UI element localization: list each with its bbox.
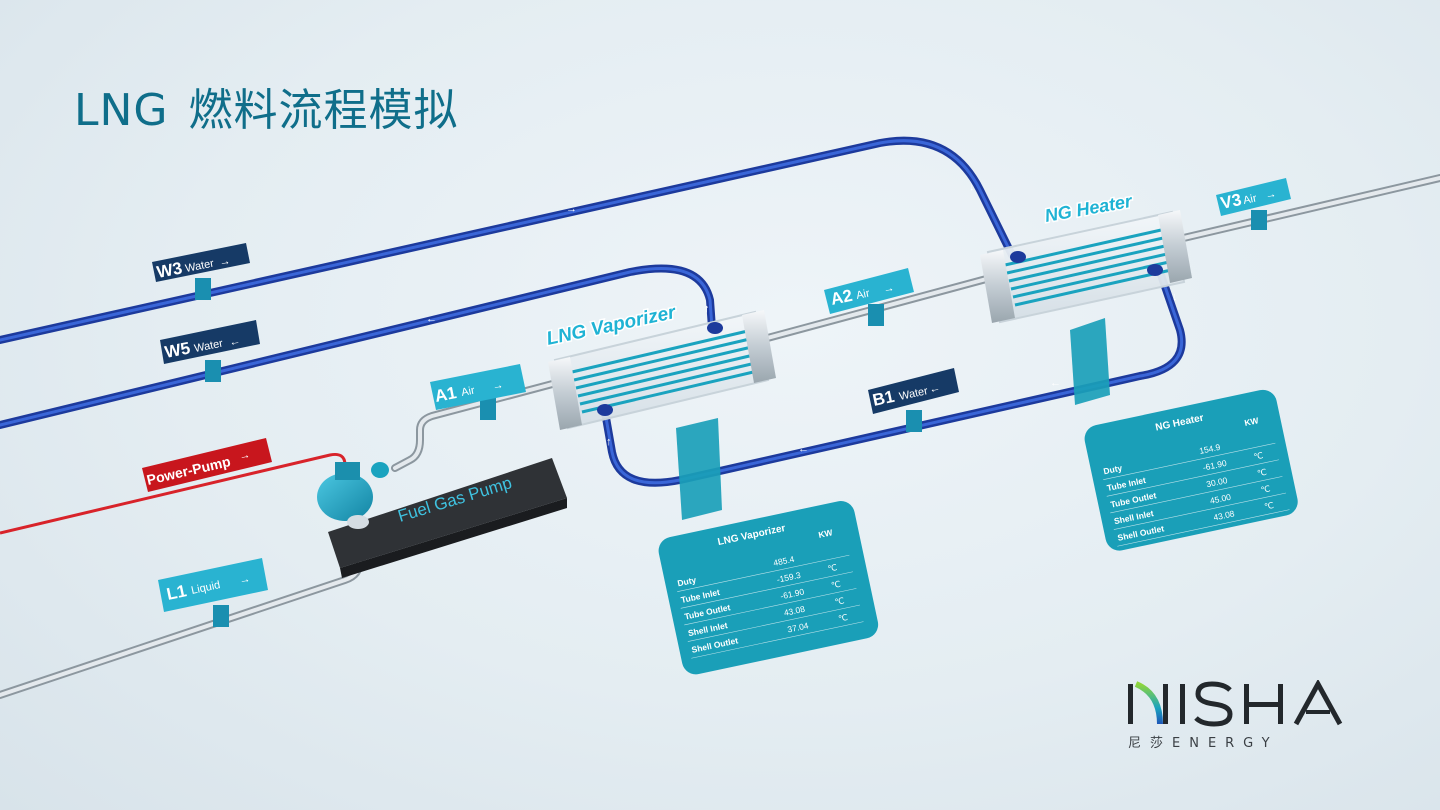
tag-w5-arrow: ← xyxy=(228,335,241,349)
heater-card-row-divider xyxy=(1117,509,1290,547)
flow-arrow-w3: → xyxy=(566,203,577,215)
tag-a2-arrow: → xyxy=(882,282,895,296)
tag-b1-code: B1 xyxy=(871,387,896,410)
flow-arrow-vap-up: ↑ xyxy=(704,303,710,315)
page-title-main: LNG xyxy=(74,85,169,136)
vaporizer-card-row-divider xyxy=(680,571,853,609)
vaporizer-card-row-divider xyxy=(684,588,857,626)
vaporizer-card-row-value: 43.08 xyxy=(783,604,806,618)
tag-a1[interactable]: A1 Air → xyxy=(430,364,526,420)
nisha-logo: 尼莎ENERGY xyxy=(1126,680,1376,751)
ng-heater-label: NG Heater xyxy=(1043,191,1134,226)
flow-arrows: → ↓ ← ↑ ↓ ← ← ↑ xyxy=(426,181,1178,455)
fuel-gas-pump: Fuel Gas Pump xyxy=(317,458,567,578)
heater-card-row-divider xyxy=(1110,476,1283,514)
tag-w5-code: W5 xyxy=(163,338,192,362)
tag-a1-arrow: → xyxy=(491,379,504,393)
vaporizer-card-row-unit: ℃ xyxy=(830,579,842,591)
tag-power-arrow: → xyxy=(238,449,251,463)
tag-v3-arrow: → xyxy=(1264,188,1277,202)
tag-v3-medium: Air xyxy=(1242,192,1258,207)
heater-card-row-divider xyxy=(1113,492,1287,530)
vaporizer-card-row-unit: ℃ xyxy=(834,595,846,607)
tag-a1-code: A1 xyxy=(433,383,458,406)
tag-w3-arrow: → xyxy=(218,255,231,269)
tag-a2-medium: Air xyxy=(855,287,871,302)
vaporizer-card-unit-header: KW xyxy=(817,527,834,540)
nisha-logo-mark xyxy=(1128,680,1343,727)
tag-w3[interactable]: W3 Water → xyxy=(152,243,250,300)
flow-arrow-b1: ← xyxy=(1050,377,1061,389)
tag-b1[interactable]: B1 Water ← xyxy=(868,368,959,432)
heater-card-row-label: Duty xyxy=(1102,463,1123,477)
tag-w5-medium: Water xyxy=(193,338,224,355)
tag-a1-medium: Air xyxy=(460,385,476,399)
flow-arrow-vap-in: ↑ xyxy=(606,436,612,448)
tag-v3-code: V3 xyxy=(1219,190,1243,213)
tag-b1-medium: Water xyxy=(898,385,929,403)
tag-a2[interactable]: A2 Air → xyxy=(824,268,914,326)
tag-b1-arrow: ← xyxy=(928,382,941,396)
tag-w5[interactable]: W5 Water ← xyxy=(160,320,260,382)
logo-subtitle: 尼莎ENERGY xyxy=(1128,736,1279,751)
flow-arrow-b1-lower: ← xyxy=(798,443,809,455)
flow-arrow-w5: ← xyxy=(426,313,437,325)
tag-v3[interactable]: V3 Air → xyxy=(1216,178,1291,230)
vaporizer-card-row-value: 37.04 xyxy=(786,620,809,634)
vaporizer-card-row-divider xyxy=(687,604,861,642)
water-lines xyxy=(0,136,1186,487)
vaporizer-card-row-divider xyxy=(691,621,864,659)
heater-card-row-value: -61.90 xyxy=(1202,458,1228,473)
heater-card-row-value: 43.08 xyxy=(1212,508,1235,522)
tag-l1[interactable]: L1 Liquid → xyxy=(158,558,268,627)
flow-arrow-heater-down: ↓ xyxy=(1172,291,1178,303)
vaporizer-card-row-unit: ℃ xyxy=(827,562,839,574)
vaporizer-card-row-unit: ℃ xyxy=(837,612,849,624)
heater-card-row-divider xyxy=(1106,459,1279,497)
tag-a2-code: A2 xyxy=(829,286,854,309)
heater-card-row-unit: ℃ xyxy=(1253,450,1265,462)
tag-l1-medium: Liquid xyxy=(190,579,221,597)
heater-card-row-unit: ℃ xyxy=(1260,483,1272,495)
vaporizer-card-row-value: 485.4 xyxy=(772,554,795,568)
flow-arrow-w3-down: ↓ xyxy=(969,181,975,193)
heater-card-row-value: 45.00 xyxy=(1209,492,1232,506)
page-title-sub: 燃料流程模拟 xyxy=(188,85,459,136)
heater-card-row-value: 154.9 xyxy=(1198,442,1221,456)
vaporizer-card-row-label: Duty xyxy=(676,575,697,589)
heater-card-row-value: 30.00 xyxy=(1205,475,1228,489)
tag-l1-arrow: → xyxy=(238,573,251,587)
page-title: LNG 燃料流程模拟 xyxy=(74,74,459,138)
heater-card-row-unit: ℃ xyxy=(1263,500,1275,512)
lng-vaporizer: LNG Vaporizer xyxy=(543,300,776,520)
tag-l1-code: L1 xyxy=(165,581,188,604)
tag-w3-code: W3 xyxy=(155,258,184,282)
tag-w3-medium: Water xyxy=(184,258,215,275)
vaporizer-card-row-divider xyxy=(677,554,850,593)
heater-card-unit-header: KW xyxy=(1243,415,1260,428)
heater-card-row-unit: ℃ xyxy=(1256,467,1268,479)
vaporizer-card-row-value: -61.90 xyxy=(779,586,805,601)
heater-card-row-divider xyxy=(1103,442,1276,481)
vaporizer-card-row-value: -159.3 xyxy=(776,570,802,585)
